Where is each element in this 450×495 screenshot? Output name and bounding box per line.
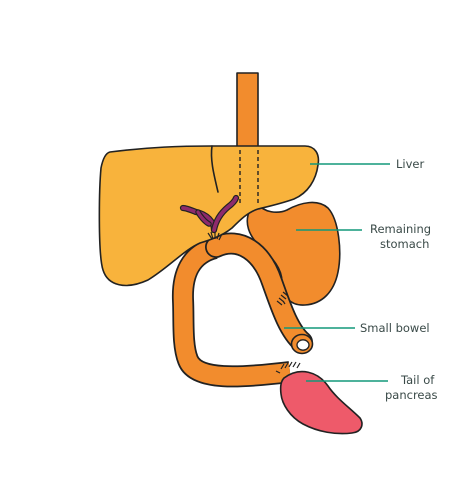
small-bowel-label: Small bowel [360, 321, 430, 335]
pancreas-label-line2: pancreas [385, 388, 438, 402]
esophagus [236, 72, 259, 151]
liver-fissure-line [210, 145, 219, 193]
remaining-stomach [246, 201, 341, 306]
biliary-anastomosis-stitches [207, 231, 223, 241]
stomach-label-line2: stomach [380, 237, 429, 251]
pancreas-tail [279, 370, 363, 435]
liver-label: Liver [396, 157, 424, 171]
stomach-label-line1: Remaining [370, 222, 431, 236]
pancreatic-anastomosis-stitches [275, 361, 301, 374]
gastric-anastomosis-stitches [276, 291, 289, 306]
small-bowel-fill [173, 239, 292, 386]
pancreas-label-line1: Tail of [400, 373, 435, 387]
bowel-open-end-lumen [296, 339, 310, 351]
bowel-limb-fill [206, 234, 312, 352]
bile-ducts [179, 194, 240, 234]
